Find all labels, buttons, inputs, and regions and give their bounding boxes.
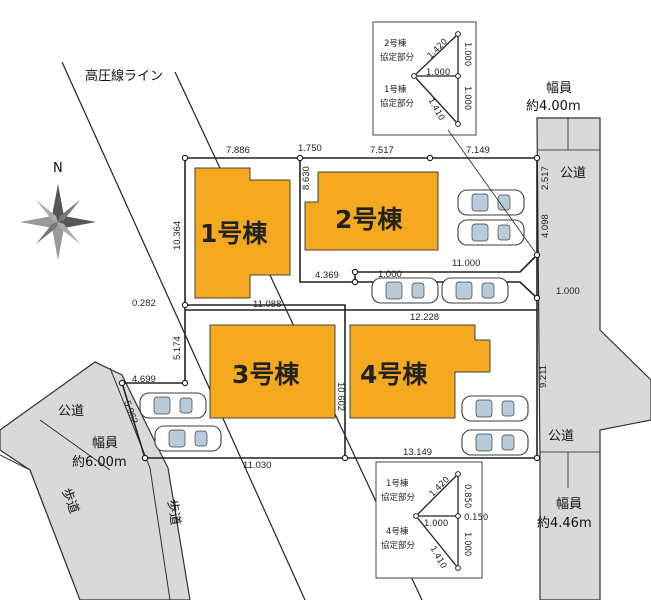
inset-top: 2号棟 協定部分 1号棟 協定部分 1.420 1.000 1.000 1.00… <box>372 21 536 253</box>
car-icon <box>457 189 525 216</box>
building-4: 4号棟 <box>349 324 491 419</box>
inset-lot-label: 協定部分 <box>380 98 415 109</box>
car-icon <box>154 425 222 452</box>
dim-label: 12.228 <box>410 312 439 323</box>
cars <box>139 189 529 456</box>
dim-label: 1.750 <box>298 143 322 154</box>
dim-label: 7.517 <box>370 145 394 156</box>
dim-label: 0.282 <box>132 298 156 309</box>
inset-dim: 1.000 <box>462 42 472 66</box>
car-icon <box>461 429 529 456</box>
dim-label: 11.088 <box>253 299 281 310</box>
road-width-title: 幅員 <box>546 81 572 96</box>
inset-dim: 1.000 <box>424 519 448 529</box>
building-2: 2号棟 <box>304 171 439 251</box>
inset-lot-label: 協定部分 <box>380 52 415 63</box>
dim-label: 9.211 <box>538 365 549 388</box>
inset-dim: 1.000 <box>462 86 472 110</box>
building-4-label: 4号棟 <box>360 360 428 389</box>
road-label: 公道 <box>548 429 574 444</box>
powerline-label: 高圧線ライン <box>85 68 163 84</box>
inset-lot-label: 2号棟 <box>384 38 407 49</box>
building-1-label: 1号棟 <box>200 219 268 248</box>
lot-boundaries <box>120 157 540 459</box>
inset-dim: 0.850 <box>462 484 472 508</box>
dim-label: 13.149 <box>403 447 432 458</box>
dim-label: 5.174 <box>172 336 183 360</box>
road-width-title: 幅員 <box>92 436 118 451</box>
dim-label: 4.369 <box>315 270 339 281</box>
road-top-right-labels: 幅員 約4.00m 公道 <box>526 81 600 181</box>
boundary-markers <box>118 154 541 462</box>
building-1: 1号棟 <box>194 167 291 299</box>
dim-label: 11.030 <box>243 460 271 471</box>
dim-label: 8.630 <box>301 166 312 190</box>
inset-lot-label: 1号棟 <box>386 478 409 489</box>
dim-label: 10.364 <box>172 221 183 250</box>
road-width-value: 約4.46m <box>537 516 592 531</box>
dim-label: 4.699 <box>132 374 156 385</box>
inset-bottom: 1号棟 協定部分 4号棟 協定部分 1.420 0.850 0.150 1.00… <box>375 461 488 579</box>
dim-label: 1.000 <box>556 286 580 297</box>
inset-lot-label: 1号棟 <box>384 84 407 95</box>
inset-lot-label: 4号棟 <box>386 526 409 537</box>
inset-dim: 1.000 <box>426 68 450 78</box>
dim-label: 10.602 <box>335 382 346 411</box>
road-label: 公道 <box>58 404 84 419</box>
road-label: 公道 <box>560 166 586 181</box>
road-bottom-right-labels: 公道 幅員 約4.46m <box>537 429 600 531</box>
compass-north-label: N <box>53 161 63 176</box>
dim-label: 7.149 <box>466 145 490 156</box>
road-right <box>536 117 651 600</box>
inset-dim: 0.150 <box>464 513 488 523</box>
sidewalk-label: 歩道 <box>164 498 182 526</box>
building-3: 3号棟 <box>209 324 336 419</box>
dim-label: 1.000 <box>378 269 402 280</box>
building-2-label: 2号棟 <box>335 205 403 234</box>
dim-label: 7.886 <box>226 145 250 156</box>
car-icon <box>441 277 509 304</box>
road-width-value: 約4.00m <box>526 99 581 114</box>
inset-dim: 1.000 <box>462 532 472 556</box>
building-3-label: 3号棟 <box>232 360 300 389</box>
road-width-title: 幅員 <box>556 497 582 512</box>
car-icon <box>139 392 207 419</box>
inset-lot-label: 協定部分 <box>381 492 416 503</box>
car-icon <box>371 277 439 304</box>
car-icon <box>457 219 525 246</box>
car-icon <box>461 395 529 422</box>
dim-label: 4.098 <box>540 214 551 238</box>
dim-label: 2.517 <box>540 166 551 190</box>
inset-lot-label: 協定部分 <box>381 540 416 551</box>
compass-icon: N <box>20 161 96 260</box>
road-left <box>0 361 191 600</box>
dim-label: 11.000 <box>452 258 480 269</box>
